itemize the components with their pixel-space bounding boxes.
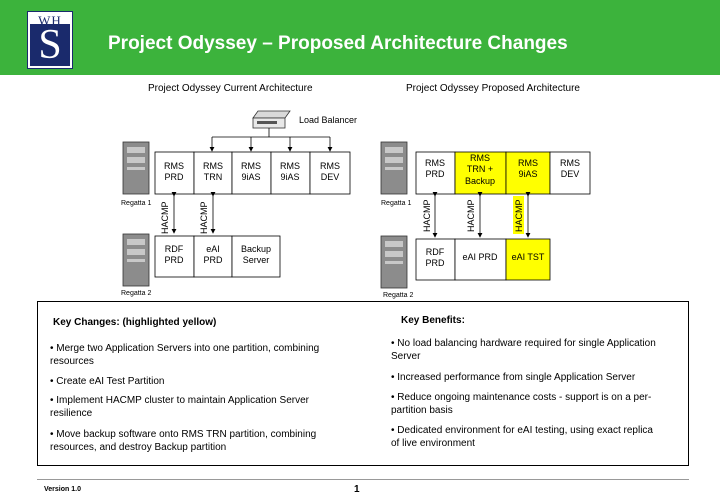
proposed-top-partitions: RMS PRD RMS TRN + Backup RMS 9iAS RMS DE… — [415, 151, 591, 195]
partition-label: RMS — [320, 161, 340, 171]
partition-label: TRN — [204, 172, 223, 182]
key-benefit-item: • No load balancing hardware required fo… — [391, 338, 656, 362]
footer-divider — [37, 479, 689, 480]
header-bar: WH S Project Odyssey – Proposed Architec… — [0, 0, 720, 75]
key-points-panel: Key Changes: (highlighted yellow) • Merg… — [37, 301, 689, 466]
server-label-regatta1: Regatta 1 — [121, 200, 151, 207]
key-change-item: • Move backup software onto RMS TRN part… — [50, 429, 317, 453]
partition-label: RMS — [241, 161, 261, 171]
hacmp-label: HACMP — [160, 201, 170, 234]
current-bottom-partitions: RDF PRD eAI PRD Backup Server — [154, 235, 281, 278]
partition-label: RMS — [560, 158, 580, 168]
partition-label: Backup — [465, 176, 495, 186]
key-benefit-item: • Increased performance from single Appl… — [391, 372, 636, 383]
whs-logo: WH S — [27, 11, 73, 69]
load-balancer-connectors — [209, 128, 333, 152]
partition-label: PRD — [425, 258, 445, 268]
key-change-item: • Implement HACMP cluster to maintain Ap… — [50, 395, 309, 419]
logo-mark: S — [30, 24, 70, 66]
partition-label: RDF — [426, 247, 445, 257]
server-label-regatta2: Regatta 2 — [121, 290, 151, 297]
partition-label: PRD — [425, 169, 445, 179]
partition-label: PRD — [164, 172, 184, 182]
key-benefits-heading: Key Benefits: — [401, 315, 465, 326]
server-icon — [122, 233, 150, 287]
key-change-item: • Create eAI Test Partition — [50, 376, 165, 387]
partition-label: eAI PRD — [462, 252, 498, 262]
key-change-item: • Merge two Application Servers into one… — [50, 343, 320, 367]
load-balancer-label: Load Balancer — [299, 115, 357, 125]
current-hacmp-links — [171, 192, 216, 234]
partition-label: RMS — [280, 161, 300, 171]
partition-box-highlighted — [505, 151, 551, 195]
page-title: Project Odyssey – Proposed Architecture … — [108, 33, 568, 54]
partition-box — [154, 151, 195, 195]
version-label: Version 1.0 — [44, 486, 81, 493]
partition-box — [415, 151, 456, 195]
partition-box-highlighted — [505, 238, 551, 281]
partition-label: 9iAS — [280, 172, 299, 182]
server-icon — [380, 235, 408, 289]
partition-label: PRD — [203, 255, 223, 265]
partition-box-highlighted — [454, 151, 507, 195]
partition-label: PRD — [164, 255, 184, 265]
partition-box — [231, 235, 281, 278]
partition-box — [309, 151, 351, 195]
hacmp-label-highlighted: HACMP — [514, 199, 524, 232]
partition-label: RMS — [470, 153, 490, 163]
key-benefit-item: • Dedicated environment for eAI testing,… — [391, 425, 653, 449]
proposed-hacmp-links — [432, 192, 531, 238]
key-changes-heading: Key Changes: (highlighted yellow) — [53, 317, 217, 328]
hacmp-label: HACMP — [466, 199, 476, 232]
server-label-regatta1: Regatta 1 — [381, 200, 411, 207]
partition-label: RMS — [203, 161, 223, 171]
partition-label: RMS — [518, 158, 538, 168]
server-icon — [380, 141, 408, 195]
partition-label: RDF — [165, 244, 184, 254]
partition-label: 9iAS — [241, 172, 260, 182]
page-number: 1 — [354, 484, 360, 495]
partition-box — [154, 235, 195, 278]
partition-label: 9iAS — [518, 169, 537, 179]
partition-label: RMS — [164, 161, 184, 171]
partition-box — [549, 151, 591, 195]
partition-box — [231, 151, 272, 195]
partition-label: TRN + — [467, 164, 493, 174]
hacmp-highlight — [513, 196, 524, 234]
server-icon — [122, 141, 150, 195]
current-top-partitions: RMS PRD RMS TRN RMS 9iAS RMS 9iAS RMS DE… — [154, 151, 351, 195]
hacmp-label: HACMP — [422, 199, 432, 232]
hacmp-label: HACMP — [199, 201, 209, 234]
architecture-diagram: Project Odyssey Current Architecture Loa… — [121, 83, 591, 299]
partition-label: eAI TST — [512, 252, 545, 262]
key-benefit-item: • Reduce ongoing maintenance costs - sup… — [391, 392, 652, 416]
partition-label: DEV — [561, 169, 580, 179]
partition-label: Backup — [241, 244, 271, 254]
partition-label: RMS — [425, 158, 445, 168]
proposed-heading: Project Odyssey Proposed Architecture — [406, 83, 580, 94]
partition-label: DEV — [321, 172, 340, 182]
partition-label: Server — [243, 255, 270, 265]
partition-label: eAI — [206, 244, 220, 254]
server-label-regatta2: Regatta 2 — [383, 292, 413, 299]
load-balancer-icon — [252, 110, 291, 129]
current-heading: Project Odyssey Current Architecture — [148, 83, 313, 94]
proposed-bottom-partitions: RDF PRD eAI PRD eAI TST — [415, 238, 551, 281]
